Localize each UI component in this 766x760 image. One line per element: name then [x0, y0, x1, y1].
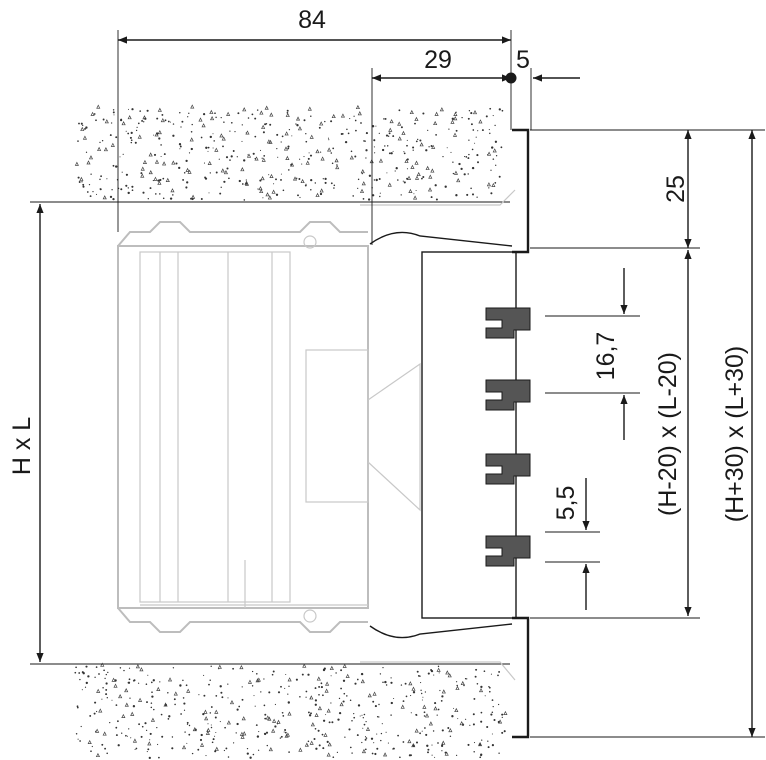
- dim-blade-gap: 5,5: [545, 478, 600, 610]
- wall-bottom: [74, 662, 510, 760]
- dim-inner-size-label: (H-20) x (L-20): [654, 352, 682, 516]
- blade: [485, 535, 531, 567]
- dim-29: 29: [371, 46, 517, 245]
- dim-blade-gap-label: 5,5: [552, 486, 580, 521]
- dim-blade-pitch-label: 16,7: [592, 332, 620, 381]
- dim-84: 84: [117, 6, 512, 232]
- dim-84-label: 84: [298, 6, 326, 34]
- dim-25: 25: [530, 129, 765, 249]
- blade: [485, 379, 531, 411]
- blade: [485, 307, 531, 339]
- grille-frame: [360, 128, 530, 739]
- dim-outer-size-label: (H+30) x (L+30): [721, 346, 749, 522]
- dim-29-label: 29: [424, 46, 452, 74]
- dim-5: 5: [516, 46, 580, 130]
- dim-opening-label: H x L: [8, 417, 36, 475]
- dim-5-label: 5: [516, 46, 530, 74]
- wall-top: [74, 104, 510, 203]
- dim-outer-size: (H+30) x (L+30): [530, 130, 765, 738]
- damper-ghost-outline: [117, 221, 421, 633]
- blade: [485, 453, 531, 485]
- dim-inner-size: (H-20) x (L-20): [530, 250, 700, 619]
- dim-opening: H x L: [8, 201, 118, 665]
- dim-blade-pitch: 16,7: [545, 268, 640, 440]
- dim-25-label: 25: [662, 175, 690, 203]
- grille-blades: [485, 307, 531, 567]
